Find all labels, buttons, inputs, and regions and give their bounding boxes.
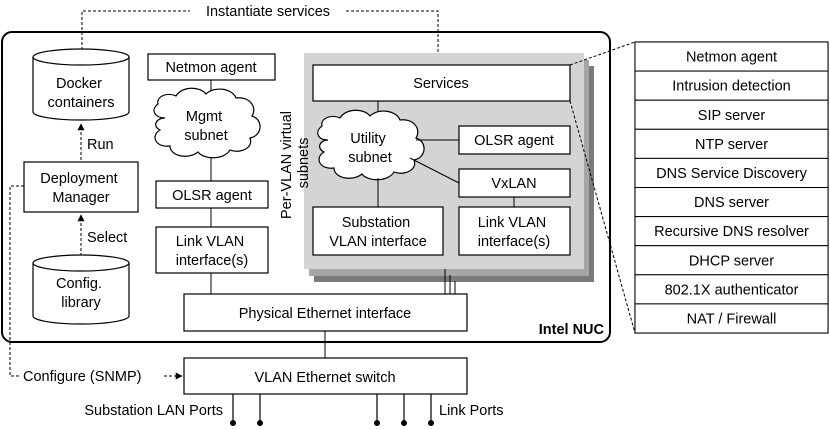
service-list-item: SIP server [698, 108, 766, 124]
config-library-cylinder [32, 254, 130, 325]
docker-containers-label: Docker containers [48, 76, 115, 111]
deployment-manager-box [23, 161, 139, 213]
service-list-row [634, 70, 829, 101]
select-label: Select [87, 230, 127, 246]
physical-ethernet-box [183, 293, 468, 332]
substation-port-1 [230, 420, 236, 426]
link-port-lines [376, 394, 432, 421]
mgmt-subnet-cloud [153, 87, 261, 159]
mgmt-netmon-agent-box [147, 53, 276, 81]
docker-containers-cylinder [32, 48, 130, 121]
vlan-switch-label: VLAN Ethernet switch [254, 370, 395, 386]
run-label: Run [87, 137, 114, 153]
service-list-item: DHCP server [689, 253, 774, 269]
configure-snmp-label: Configure (SNMP) [23, 369, 141, 385]
mgmt-link-vlan-box [155, 226, 269, 274]
vxlan-box [458, 168, 571, 198]
service-list-row [634, 274, 829, 305]
substation-port-2 [257, 420, 263, 426]
utility-subnet-label: Utility subnet [348, 131, 392, 166]
config-library-label: Config. library [56, 276, 106, 311]
service-list-row [634, 245, 829, 276]
service-list-row [634, 128, 829, 159]
link-ports-label: Link Ports [439, 403, 503, 419]
service-list-row [634, 99, 829, 130]
mgmt-link-vlan-label: Link VLAN interface(s) [176, 234, 249, 269]
link-port-3 [428, 420, 434, 426]
service-list-callout [569, 41, 636, 334]
vlan-olsr-agent-label: OLSR agent [474, 133, 554, 149]
service-list-item: Recursive DNS resolver [654, 224, 809, 240]
vlan-link-vlan-label: Link VLAN interface(s) [478, 215, 551, 250]
vxlan-label: VxLAN [491, 176, 536, 192]
service-list-row [634, 41, 829, 72]
deployment-manager-label: Deployment Manager [40, 171, 121, 206]
mgmt-olsr-agent-label: OLSR agent [172, 188, 252, 204]
instantiate-services-arrow [81, 10, 442, 63]
substation-lan-port-lines [232, 394, 261, 421]
services-box [312, 64, 571, 102]
vlan-switch-box [183, 357, 468, 395]
vlan-link-3 [409, 157, 460, 184]
service-list-row [634, 157, 829, 188]
service-list-row [634, 303, 829, 334]
physical-ethernet-label: Physical Ethernet interface [239, 306, 411, 322]
mgmt-netmon-agent-label: Netmon agent [165, 60, 256, 76]
service-list-item: DNS Service Discovery [656, 166, 807, 182]
service-list-item: Intrusion detection [672, 79, 791, 95]
link-port-2 [401, 420, 407, 426]
link-port-1 [374, 420, 380, 426]
service-list-item: 802.1X authenticator [665, 282, 799, 298]
service-list-row [634, 216, 829, 247]
vlan-link-vlan-box [458, 206, 571, 256]
mgmt-subnet-label: Mgmt subnet [184, 109, 228, 144]
vlan-to-physical-links [444, 269, 456, 294]
vlan-olsr-agent-box [458, 125, 571, 155]
instantiate-services-label: Instantiate services [206, 4, 330, 20]
per-vlan-side-label: Per-VLAN virtual subnets [279, 107, 312, 219]
service-list-item: NTP server [695, 137, 768, 153]
utility-subnet-cloud [317, 109, 425, 181]
intel-nuc-label: Intel NUC [539, 322, 605, 338]
configure-snmp-path [9, 185, 24, 377]
services-label: Services [413, 76, 469, 92]
substation-lan-ports-label: Substation LAN Ports [84, 403, 223, 419]
intel-nuc-box [1, 31, 611, 343]
service-list-item: DNS server [694, 195, 769, 211]
mgmt-olsr-agent-box [155, 180, 269, 209]
substation-vlan-label: Substation VLAN interface [329, 215, 427, 250]
service-list-item: Netmon agent [686, 50, 777, 66]
service-list-item: NAT / Firewall [687, 311, 777, 327]
substation-vlan-box [312, 206, 444, 256]
